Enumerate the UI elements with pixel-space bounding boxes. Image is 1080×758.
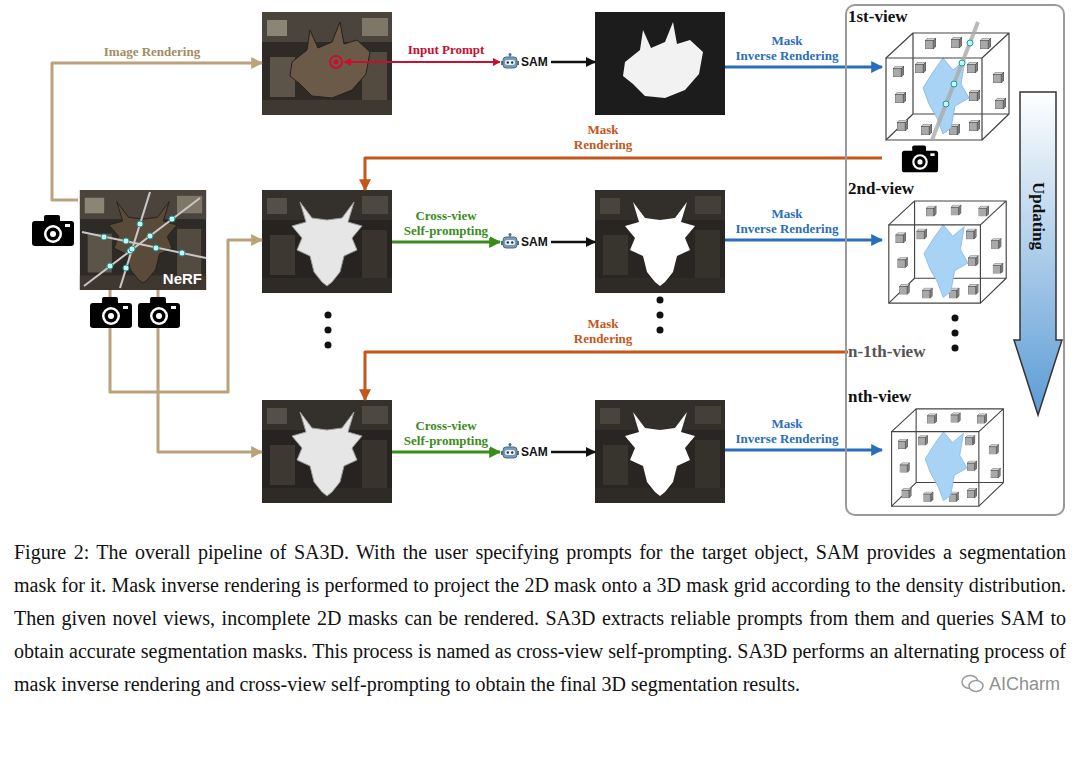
node-text: NeRF — [163, 270, 202, 287]
flow-arrow — [725, 449, 882, 452]
label-line: Cross-view — [404, 418, 488, 433]
label-line: Self-prompting — [404, 223, 488, 238]
mask-view — [595, 12, 725, 115]
flow-arrow — [551, 61, 595, 64]
nerf-image: NeRF — [78, 190, 208, 290]
arrow-label: Image Rendering — [102, 44, 202, 59]
sam-model: SAM — [500, 442, 551, 462]
flow-arrow — [365, 352, 848, 400]
flow-arrow — [365, 158, 882, 190]
label-line: Mask — [736, 33, 839, 48]
node-text: nth-view — [848, 388, 911, 406]
node-text: SAM — [521, 445, 548, 459]
flow-arrow — [392, 451, 500, 454]
arrow-label: Mask Rendering — [572, 122, 635, 152]
mask-grid-panel: 1st-view 2nd-view n-1th-view nth-view Updati… — [845, 4, 1065, 516]
node-text: SAM — [521, 235, 548, 249]
node-text: 1st-view — [848, 8, 907, 26]
figure-caption: Figure 2: The overall pipeline of SA3D. … — [14, 536, 1066, 701]
label-line: Mask — [736, 416, 839, 431]
label-line: Mask — [574, 122, 633, 137]
label-line: Rendering — [574, 331, 633, 346]
rendered-view — [262, 190, 392, 293]
mask-view — [595, 190, 725, 293]
arrow-label: Cross-view Self-prompting — [402, 418, 490, 448]
arrow-label: Cross-view Self-prompting — [402, 208, 490, 238]
mask-grid-cube: nth-view — [882, 408, 1010, 508]
arrow-label: Mask Inverse Rendering — [734, 416, 841, 446]
view-label: n-1th-view — [848, 342, 930, 362]
label-line: Inverse Rendering — [736, 431, 839, 446]
flow-arrow — [392, 241, 500, 244]
arrow-label: Mask Inverse Rendering — [734, 33, 841, 63]
flow-arrow — [551, 241, 595, 244]
wechat-icon — [961, 674, 985, 694]
label-line: Mask — [736, 206, 839, 221]
flow-arrow — [392, 61, 500, 63]
flow-arrow — [551, 451, 595, 454]
node-text: SAM — [521, 55, 548, 69]
node-text: 2nd-view — [848, 180, 914, 198]
watermark: AICharm — [961, 673, 1060, 695]
mask-view — [595, 400, 725, 503]
sam-model: SAM — [500, 52, 551, 72]
label-line: Cross-view — [404, 208, 488, 223]
label-line: Rendering — [574, 137, 633, 152]
label-line: Self-prompting — [404, 433, 488, 448]
flow-arrow — [725, 66, 882, 69]
mask-grid-cube: 2nd-view — [882, 200, 1010, 305]
node-text: n-1th-view — [848, 342, 925, 362]
arrow-label: Mask Rendering — [572, 316, 635, 346]
updating-arrow: Updating — [1018, 92, 1058, 340]
arrow-label: Mask Inverse Rendering — [734, 206, 841, 236]
flow-arrow — [110, 240, 262, 392]
rendered-view — [262, 400, 392, 503]
watermark-text: AICharm — [989, 673, 1060, 695]
label-line: Inverse Rendering — [736, 221, 839, 236]
flow-arrow — [725, 239, 882, 242]
arrow-label: Input Prompt — [406, 42, 487, 57]
rendered-view — [262, 12, 392, 115]
sam-model: SAM — [500, 232, 551, 252]
node-text: Updating — [1029, 182, 1047, 250]
mask-grid-cube: 1st-view — [882, 28, 1010, 174]
flow-arrow — [52, 63, 262, 200]
label-line: Inverse Rendering — [736, 48, 839, 63]
label-line: Mask — [574, 316, 633, 331]
